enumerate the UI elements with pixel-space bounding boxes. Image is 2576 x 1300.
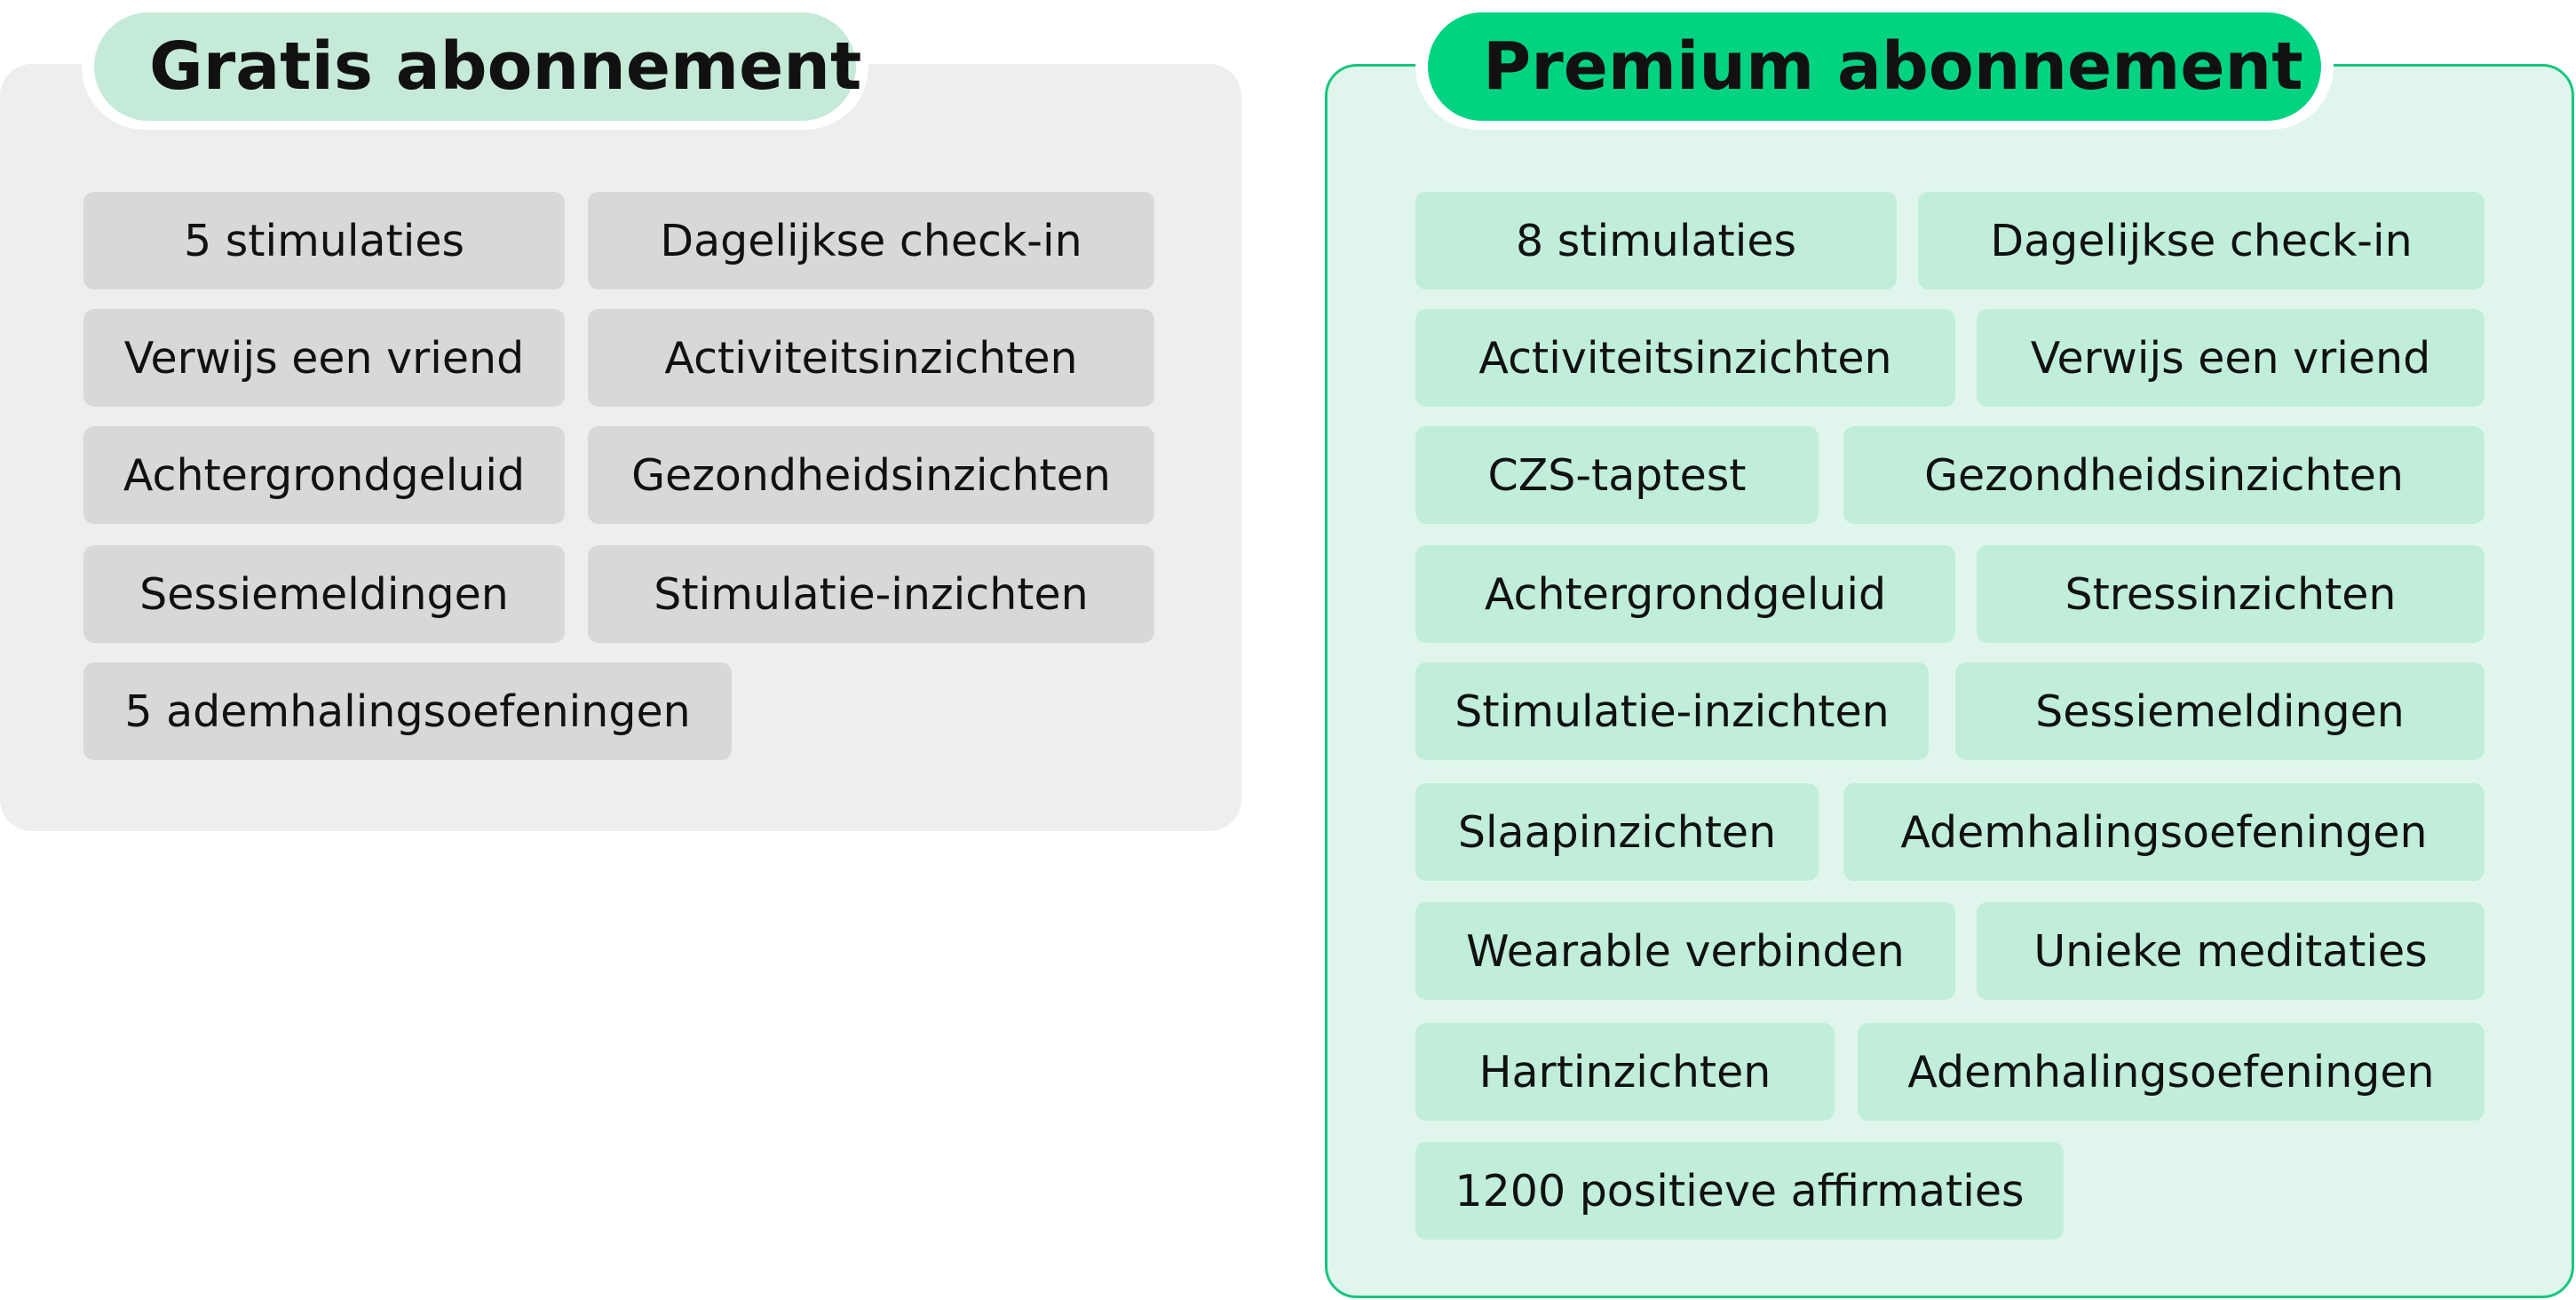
premium-plan-title-badge: Premium abonnement — [1415, 4, 2334, 130]
premium-feature-chip: Unieke meditaties — [1977, 902, 2485, 1000]
free-plan-title: Gratis abonnement — [94, 12, 861, 121]
premium-plan-title: Premium abonnement — [1428, 12, 2321, 121]
premium-feature-chip: Verwijs een vriend — [1977, 309, 2485, 407]
free-plan-title-badge: Gratis abonnement — [82, 4, 868, 130]
premium-feature-chip: 8 stimulaties — [1415, 192, 1897, 289]
premium-feature-chip: Dagelijkse check-in — [1918, 192, 2485, 289]
free-feature-chip: Achtergrondgeluid — [83, 426, 565, 524]
premium-feature-chip: Gezondheidsinzichten — [1843, 426, 2485, 524]
premium-feature-chip: 1200 positieve affirmaties — [1415, 1142, 2064, 1240]
premium-feature-chip: Stressinzichten — [1977, 545, 2485, 643]
free-feature-chip: Stimulatie-inzichten — [588, 545, 1154, 643]
premium-feature-chip: Ademhalingsoefeningen — [1843, 783, 2485, 881]
premium-feature-chip: Achtergrondgeluid — [1415, 545, 1955, 643]
free-feature-chip: 5 ademhalingsoefeningen — [83, 662, 732, 760]
premium-feature-chip: Activiteitsinzichten — [1415, 309, 1955, 407]
premium-feature-chip: Ademhalingsoefeningen — [1858, 1023, 2485, 1121]
premium-feature-chip: Wearable verbinden — [1415, 902, 1955, 1000]
free-feature-chip: 5 stimulaties — [83, 192, 565, 289]
free-feature-chip: Sessiemeldingen — [83, 545, 565, 643]
premium-feature-chip: Stimulatie-inzichten — [1415, 662, 1929, 760]
free-feature-chip: Verwijs een vriend — [83, 309, 565, 407]
premium-feature-chip: Sessiemeldingen — [1955, 662, 2485, 760]
premium-feature-chip: CZS-taptest — [1415, 426, 1819, 524]
free-feature-chip: Activiteitsinzichten — [588, 309, 1154, 407]
free-feature-chip: Gezondheidsinzichten — [588, 426, 1154, 524]
free-feature-chip: Dagelijkse check-in — [588, 192, 1154, 289]
premium-feature-chip: Hartinzichten — [1415, 1023, 1835, 1121]
premium-feature-chip: Slaapinzichten — [1415, 783, 1819, 881]
